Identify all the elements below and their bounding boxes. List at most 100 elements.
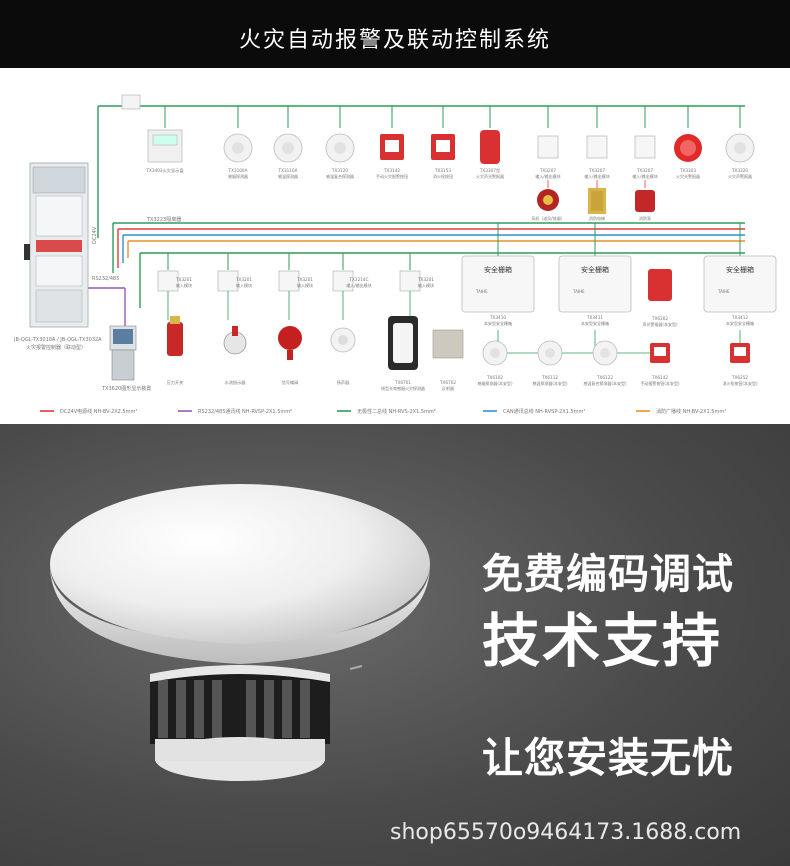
barrier-sub-2: 本安型安全栅箱: [726, 320, 754, 326]
bottom-equipment-0: [167, 316, 183, 356]
top-device-2: [273, 133, 303, 163]
ex-device-sub-2: 感温复合探测器(本安型): [583, 380, 627, 386]
bottom-module-sub-4: 输入模块: [418, 282, 434, 288]
top-device-5: [431, 134, 455, 160]
legend-label-0: DC24V电源线 NH-BV-2X2.5mm²: [60, 408, 137, 415]
barrier-name-0: TX3410: [489, 315, 506, 320]
shop-url[interactable]: shop65570o9464173.1688.com: [390, 820, 742, 845]
promo-line-1: 免费编码调试: [482, 550, 734, 598]
top-equipment-1: [588, 188, 606, 214]
ex-device-sub-1: 感温探测器(本安型): [532, 380, 568, 386]
top-device-name-4: TX3142: [383, 168, 400, 173]
top-device-sub-2: 感温探测器: [278, 173, 298, 179]
bottom-equipment-5: [432, 329, 464, 359]
bottom-equipment-label-0: 压力开关: [167, 379, 184, 386]
top-device-name-5: TX3153: [434, 168, 451, 173]
bottom-equipment-1: [223, 326, 247, 355]
legend-label-3: CAN通讯总线 NH-RVSP-2X1.5mm²: [503, 408, 585, 415]
top-device-10: [674, 134, 702, 162]
top-device-name-1: TX3100A: [228, 168, 248, 173]
bottom-equipment-label-1: 水流指示器: [225, 379, 247, 386]
top-device-7: [537, 135, 559, 159]
top-device-sub-6: 火灾声光警报器: [476, 173, 504, 179]
barrier-brand-1: TAIHE: [572, 289, 585, 294]
top-device-8: [586, 135, 608, 159]
top-device-name-11: TX3320: [731, 168, 748, 173]
bottom-module-name-3: TX3214C: [348, 277, 368, 282]
safety-barrier-box-1: 安全栅箱 TAIHE: [558, 255, 632, 313]
monitor-label: TX3620图形显示装置: [101, 385, 151, 392]
ex-device-name-4: TX6302: [651, 316, 668, 321]
bottom-module-sub-3: 输入/输出模块: [346, 282, 371, 288]
top-device-sub-1: 感烟探测器: [228, 173, 248, 179]
legend-label-2: 无极性二总线 NH-RVS-2X1.5mm²: [357, 408, 436, 415]
top-device-3: [325, 133, 355, 163]
bottom-equipment-sub-4: 线型光束感烟火灾探测器: [381, 385, 425, 391]
bottom-equipment-3: [330, 327, 356, 353]
safety-barrier-box-2: 安全栅箱 TAIHE: [703, 255, 777, 313]
barrier-brand-2: TAIHE: [717, 289, 730, 294]
legend-label-4: 消防广播线 NH-BV-2X1.5mm²: [656, 408, 726, 415]
system-diagram: JB-QGL-TX3010A / JB-QGL-TX3032A 火灾报警控制器（…: [0, 68, 790, 424]
top-device-name-0: TX3403火灾显示盘: [145, 167, 183, 174]
top-device-sub-4: 手动火灾报警按钮: [376, 173, 408, 179]
top-device-11: [725, 133, 755, 163]
legend-label-1: RS232/485通讯线 NH-RVSP-2X1.5mm²: [198, 408, 292, 415]
ex-device-0: [482, 340, 508, 366]
bottom-module-sub-1: 输入模块: [236, 282, 252, 288]
page-title: 火灾自动报警及联动控制系统: [238, 28, 551, 53]
barrier-name-2: TX3412: [731, 315, 748, 320]
ex-device-sub-3: 手动报警按钮(本安型): [640, 380, 680, 386]
bottom-equipment-label-5: TX6702: [439, 380, 456, 385]
barrier-title-1: 安全栅箱: [581, 265, 609, 274]
bottom-equipment-2: [278, 326, 302, 360]
bottom-equipment-label-3: 扬声器: [337, 379, 350, 386]
top-device-sub-8: 输入/输出模块: [584, 173, 609, 179]
ex-device-5: [730, 343, 750, 363]
top-device-4: [380, 134, 404, 160]
bottom-equipment-sub-5: 反射器: [442, 385, 454, 391]
bottom-module-sub-2: 输入模块: [297, 282, 313, 288]
top-device-name-8: TX3207: [588, 168, 605, 173]
top-equipment-label-1: 消防电梯: [589, 215, 605, 221]
top-device-name-10: TX3303: [679, 168, 696, 173]
bottom-module-name-0: TX3201: [175, 277, 192, 282]
graphic-display-terminal: [109, 325, 137, 381]
ex-device-sub-4: 声光警报器(本安型): [642, 321, 678, 327]
fire-alarm-controller: [24, 162, 89, 328]
top-bus-module: [121, 94, 141, 110]
ex-device-3: [650, 343, 670, 363]
bottom-module-sub-0: 输入模块: [176, 282, 192, 288]
bottom-equipment-4: [388, 316, 418, 370]
top-equipment-label-2: 消防泵: [639, 215, 651, 221]
bottom-module-name-4: TX3201: [417, 277, 434, 282]
top-device-name-6: TX3307型: [479, 167, 500, 173]
ex-device-sub-0: 感烟探测器(本安型): [477, 380, 513, 386]
controller-model-label: JB-QGL-TX3010A / JB-QGL-TX3032A: [13, 337, 102, 343]
top-device-0: [147, 129, 183, 163]
top-device-name-2: TX3110A: [278, 168, 298, 173]
ex-device-name-2: TX6122: [596, 375, 613, 380]
safety-barrier-box-0: 安全栅箱 TAIHE: [461, 255, 535, 313]
top-device-sub-10: 火灾光警报器: [676, 173, 700, 179]
bottom-equipment-label-2: 信号蝶阀: [282, 379, 299, 386]
top-device-name-3: TX3120: [331, 168, 348, 173]
ex-device-name-0: TX6102: [486, 375, 503, 380]
bottom-equipment-label-4: TX6701: [394, 380, 411, 385]
top-device-sub-9: 输入/输出模块: [632, 173, 657, 179]
smoke-detector-photo: [50, 484, 430, 781]
ex-device-name-1: TX6112: [541, 375, 558, 380]
barrier-brand-0: TAIHE: [475, 289, 488, 294]
ex-device-name-5: TX6252: [731, 375, 748, 380]
promo-line-3: 让您安装无忧: [482, 734, 734, 782]
top-device-sub-11: 火灾声警报器: [728, 173, 752, 179]
barrier-title-0: 安全栅箱: [484, 265, 512, 274]
promo-line-2: 技术支持: [482, 607, 723, 675]
bottom-module-name-1: TX3201: [235, 277, 252, 282]
ex-device-name-3: TX6142: [651, 375, 668, 380]
ex-device-1: [537, 340, 563, 366]
ex-device-4: [648, 269, 672, 301]
barrier-title-2: 安全栅箱: [726, 265, 754, 274]
wiring-diagram: JB-QGL-TX3010A / JB-QGL-TX3032A 火灾报警控制器（…: [13, 94, 777, 415]
